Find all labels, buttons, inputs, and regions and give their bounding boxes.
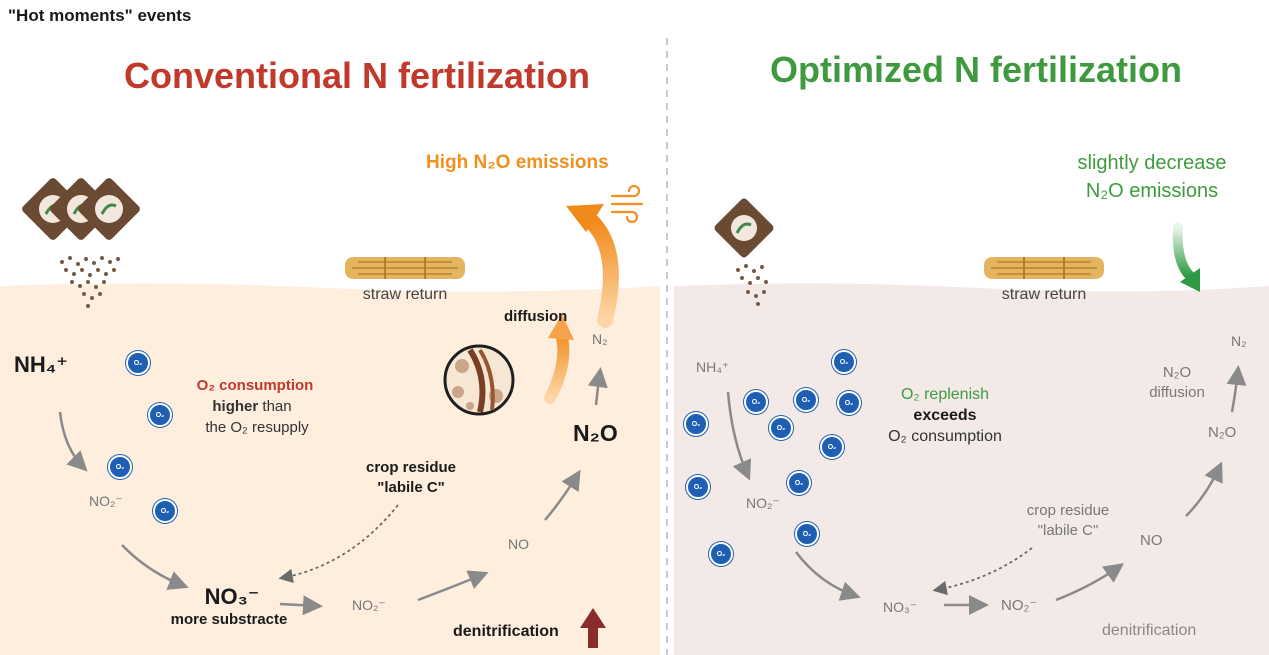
n2o-label: N₂O bbox=[573, 420, 618, 446]
o2-bubble: O₂ bbox=[686, 475, 710, 499]
arrow-no-n2o bbox=[544, 469, 581, 521]
diffusion-arrowhead bbox=[548, 314, 574, 340]
arrow-n2o-n2 bbox=[587, 367, 608, 406]
nh4-label: NH₄⁺ bbox=[14, 352, 68, 377]
green-arrowhead bbox=[1180, 268, 1200, 292]
fertilizer-bag-icon bbox=[714, 198, 774, 258]
o2-replenish-label: O₂ replenish bbox=[900, 386, 990, 403]
o2-bubble-label: O₂ bbox=[844, 399, 854, 407]
arrow-no2-no3 bbox=[121, 544, 189, 590]
no2-label-right-2: NO₂⁻ bbox=[1001, 597, 1038, 614]
increase-arrow-icon bbox=[580, 608, 606, 648]
o2-consumption-label-right: O₂ consumption bbox=[888, 428, 1002, 445]
o2-bubble-label: O₂ bbox=[691, 420, 701, 428]
o2-bubble: O₂ bbox=[787, 471, 811, 495]
diffusion-label-right: diffusion bbox=[1149, 384, 1205, 401]
n2-label: N₂ bbox=[592, 331, 608, 347]
no2-label-2: NO₂⁻ bbox=[352, 597, 386, 613]
green-down-arrow bbox=[1172, 223, 1195, 281]
o2-bubble: O₂ bbox=[820, 435, 844, 459]
high-emission-label: High N₂O emissions bbox=[426, 152, 609, 173]
straw-return-label: straw return bbox=[362, 286, 448, 303]
nh4-label-right: NH₄⁺ bbox=[696, 359, 730, 375]
straw-return-label-right: straw return bbox=[1001, 286, 1087, 303]
fertilizer-bag-icon bbox=[78, 178, 140, 240]
no-label-right: NO bbox=[1140, 532, 1163, 549]
wind-icon bbox=[610, 184, 644, 224]
o2-bubble-label: O₂ bbox=[716, 550, 726, 558]
o2-bubble-label: O₂ bbox=[801, 396, 811, 404]
denitrification-label-right: denitrification bbox=[1102, 622, 1197, 639]
events-title: "Hot moments" events bbox=[8, 6, 192, 25]
n2o-label-right: N₂O bbox=[1208, 424, 1237, 441]
right-panel-title: Optimized N fertilization bbox=[769, 49, 1183, 90]
o2-bubble-label: O₂ bbox=[133, 359, 143, 367]
o2-bubble: O₂ bbox=[832, 350, 856, 374]
than-word: than bbox=[258, 398, 292, 415]
o2-bubble: O₂ bbox=[769, 416, 793, 440]
emission-arrow bbox=[582, 212, 619, 328]
slight-decrease-label: slightly decrease bbox=[1077, 152, 1227, 174]
o2-bubble: O₂ bbox=[148, 403, 172, 427]
arrow-n2o-n2-right bbox=[1226, 365, 1247, 413]
resupply-label: the O₂ resupply bbox=[205, 419, 309, 436]
o2-bubble: O₂ bbox=[709, 542, 733, 566]
straw-bale-icon bbox=[984, 257, 1104, 279]
soil-aggregate-icon bbox=[443, 344, 515, 416]
o2-bubble: O₂ bbox=[744, 390, 768, 414]
o2-bubble-label: O₂ bbox=[776, 424, 786, 432]
higher-than-label: higher than bbox=[212, 398, 291, 415]
higher-word: higher bbox=[212, 398, 259, 415]
o2-bubble-label: O₂ bbox=[827, 443, 837, 451]
right-soil bbox=[674, 283, 1269, 655]
arrow-no2-no3-right bbox=[795, 551, 861, 601]
fertilizer-granules bbox=[736, 264, 768, 306]
arrow-no2-no-right bbox=[1055, 563, 1125, 602]
o2-consumption-label: O₂ consumption bbox=[196, 377, 314, 394]
o2-bubble-label: O₂ bbox=[802, 530, 812, 538]
o2-bubble-label: O₂ bbox=[115, 463, 125, 471]
emission-arrowhead bbox=[566, 204, 604, 232]
o2-bubble: O₂ bbox=[684, 412, 708, 436]
arrow-nh4-no2 bbox=[58, 411, 88, 472]
o2-bubble-label: O₂ bbox=[794, 479, 804, 487]
o2-bubble: O₂ bbox=[153, 499, 177, 523]
arrow-no3-no2 bbox=[279, 595, 323, 616]
no2-label-right: NO₂⁻ bbox=[746, 495, 780, 511]
o2-bubble-label: O₂ bbox=[693, 483, 703, 491]
arrow-no2-no bbox=[417, 570, 489, 602]
no2-label: NO₂⁻ bbox=[89, 493, 123, 509]
o2-bubble: O₂ bbox=[795, 522, 819, 546]
diffusion-label: diffusion bbox=[504, 308, 568, 325]
arrow-nh4-no2-right bbox=[726, 391, 752, 481]
n2-label-right: N₂ bbox=[1231, 333, 1247, 349]
fertilizer-granules bbox=[60, 256, 120, 308]
denitrification-label: denitrification bbox=[453, 623, 559, 640]
o2-bubble: O₂ bbox=[794, 388, 818, 412]
more-substrate-label: more substracte bbox=[170, 611, 288, 628]
exceeds-label: exceeds bbox=[913, 407, 977, 424]
no-label: NO bbox=[508, 536, 529, 552]
no3-label-right: NO₃⁻ bbox=[883, 599, 918, 615]
o2-bubble-label: O₂ bbox=[160, 507, 170, 515]
o2-bubble: O₂ bbox=[108, 455, 132, 479]
left-panel-title: Conventional N fertilization bbox=[123, 55, 591, 96]
o2-bubble: O₂ bbox=[126, 351, 150, 375]
o2-bubble-label: O₂ bbox=[839, 358, 849, 366]
n2o-diffusion-label: N₂O bbox=[1162, 364, 1192, 381]
no3-label: NO₃⁻ bbox=[204, 584, 260, 609]
o2-bubble-label: O₂ bbox=[751, 398, 761, 406]
crop-residue-label: crop residue bbox=[365, 459, 457, 476]
arrow-no-n2o-right bbox=[1185, 461, 1223, 517]
o2-bubble: O₂ bbox=[837, 391, 861, 415]
labile-c-label: "labile C" bbox=[377, 479, 445, 496]
o2-bubble-label: O₂ bbox=[155, 411, 165, 419]
labile-c-label-right: "labile C" bbox=[1037, 522, 1099, 539]
n2o-emissions-label: N₂O emissions bbox=[1085, 180, 1219, 202]
straw-bale-icon bbox=[345, 257, 465, 279]
crop-residue-label-right: crop residue bbox=[1026, 502, 1110, 519]
